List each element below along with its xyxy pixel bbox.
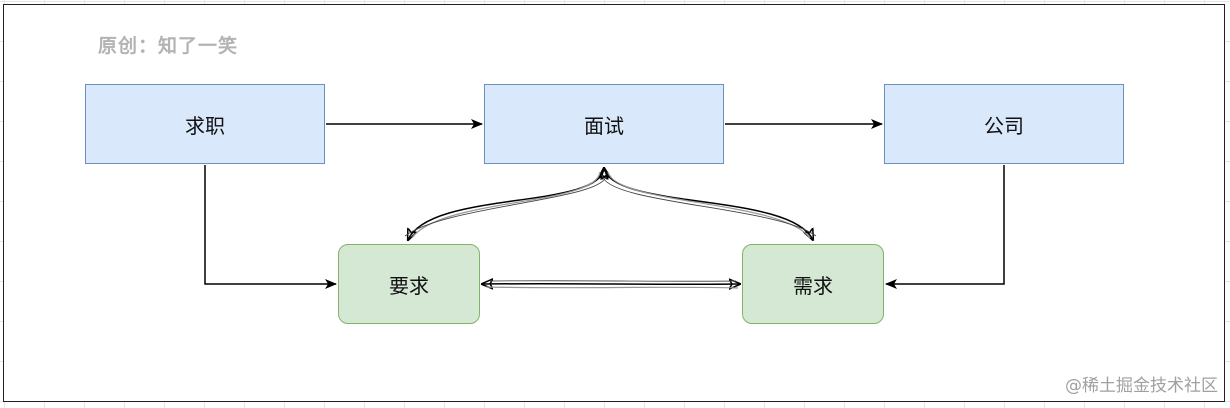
- watermark-text: @稀土掘金技术社区: [1065, 376, 1218, 396]
- credit-text: 原创：知了一笑: [98, 35, 239, 57]
- edge-gongsi-xuqiu: [885, 165, 1005, 289]
- node-mianshi: 面试: [484, 84, 724, 164]
- edge-mianshi-xuqiu: [602, 168, 817, 240]
- node-qiuzhi: 求职: [85, 84, 325, 164]
- node-gongsi: 公司: [884, 84, 1124, 164]
- node-xuqiu-label: 需求: [793, 273, 833, 298]
- node-yaoqiu-label: 要求: [389, 273, 429, 298]
- node-xuqiu: 需求: [742, 244, 884, 324]
- node-mianshi-label: 面试: [584, 113, 624, 138]
- node-yaoqiu: 要求: [338, 244, 480, 324]
- node-gongsi-label: 公司: [984, 113, 1024, 138]
- edge-mianshi-yaoqiu: [404, 168, 606, 240]
- node-qiuzhi-label: 求职: [185, 113, 225, 138]
- edge-yaoqiu-xuqiu: [482, 281, 740, 288]
- edge-qiuzhi-yaoqiu: [204, 165, 337, 289]
